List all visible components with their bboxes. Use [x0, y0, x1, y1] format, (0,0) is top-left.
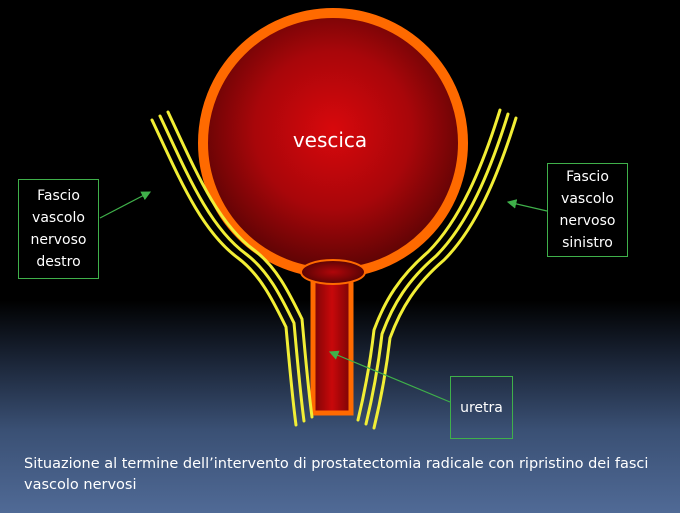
label-line: Fascio	[37, 188, 80, 204]
label-line: nervoso	[30, 232, 87, 248]
urethra	[310, 277, 354, 416]
label-line: sinistro	[562, 235, 613, 251]
label-line: destro	[36, 254, 81, 270]
arrow-left-bundle	[506, 199, 548, 212]
label-line: vascolo	[32, 210, 85, 226]
bladder-label: vescica	[292, 128, 368, 152]
label-line: uretra	[460, 399, 503, 416]
caption: Situazione al termine dell’intervento di…	[24, 456, 649, 493]
label-right-bundle: Fascio vascolo nervoso destro	[18, 179, 99, 279]
label-line: Fascio	[566, 169, 609, 185]
nerve-bundle-right	[150, 110, 314, 427]
label-line: nervoso	[559, 213, 616, 229]
bladder-neck	[300, 259, 366, 285]
label-left-bundle: Fascio vascolo nervoso sinistro	[547, 163, 628, 257]
arrow-urethra	[328, 350, 451, 403]
label-urethra: uretra	[450, 376, 513, 439]
nerve-bundle-left	[356, 108, 518, 430]
label-line: vascolo	[561, 191, 614, 207]
arrow-right-bundle	[99, 191, 152, 219]
